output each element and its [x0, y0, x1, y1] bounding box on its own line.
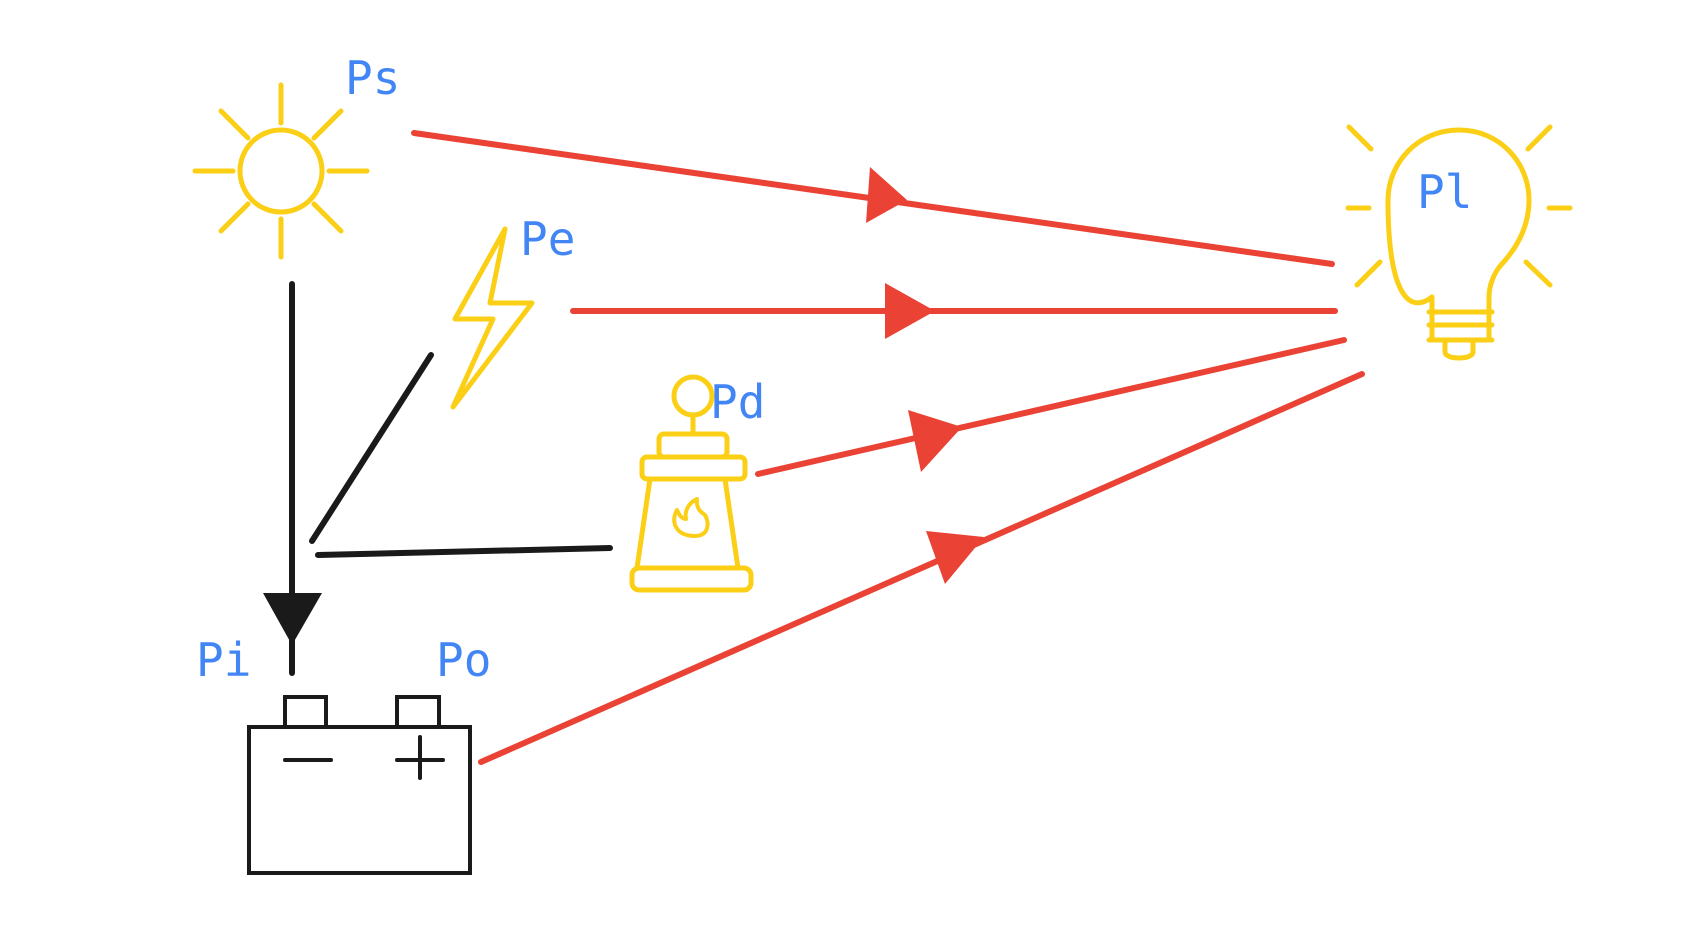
fuel-generator-icon — [629, 374, 754, 593]
edge-electricity-to-load — [570, 283, 1338, 339]
edge-generator-to-battery — [315, 545, 613, 558]
label-load: Pl — [1417, 165, 1472, 219]
label-battery-input: Pi — [196, 633, 251, 687]
lightning-bolt-icon — [450, 226, 535, 410]
edge-generator-to-load — [755, 337, 1347, 477]
arrowhead — [926, 531, 984, 584]
sun-icon — [192, 82, 370, 260]
arrowhead — [908, 410, 962, 472]
label-generator: Pd — [710, 375, 765, 429]
arrowhead — [866, 167, 907, 223]
edge-line — [755, 337, 1347, 477]
label-battery-output: Po — [436, 633, 491, 687]
edge-electricity-to-battery — [309, 352, 434, 544]
battery-icon — [247, 695, 472, 875]
light-bulb-icon — [1345, 124, 1573, 361]
label-sun: Ps — [345, 51, 400, 105]
edge-sun-to-load — [411, 130, 1335, 267]
edge-line — [478, 371, 1365, 765]
labels: Ps Pe Pd Pi Po Pl — [196, 51, 1472, 687]
arrowhead — [885, 283, 935, 339]
label-electricity: Pe — [520, 212, 575, 266]
charge-flow-edges — [263, 281, 613, 676]
power-flow-edges — [411, 130, 1365, 765]
arrowhead — [263, 593, 322, 645]
edge-battery-to-load — [478, 371, 1365, 765]
